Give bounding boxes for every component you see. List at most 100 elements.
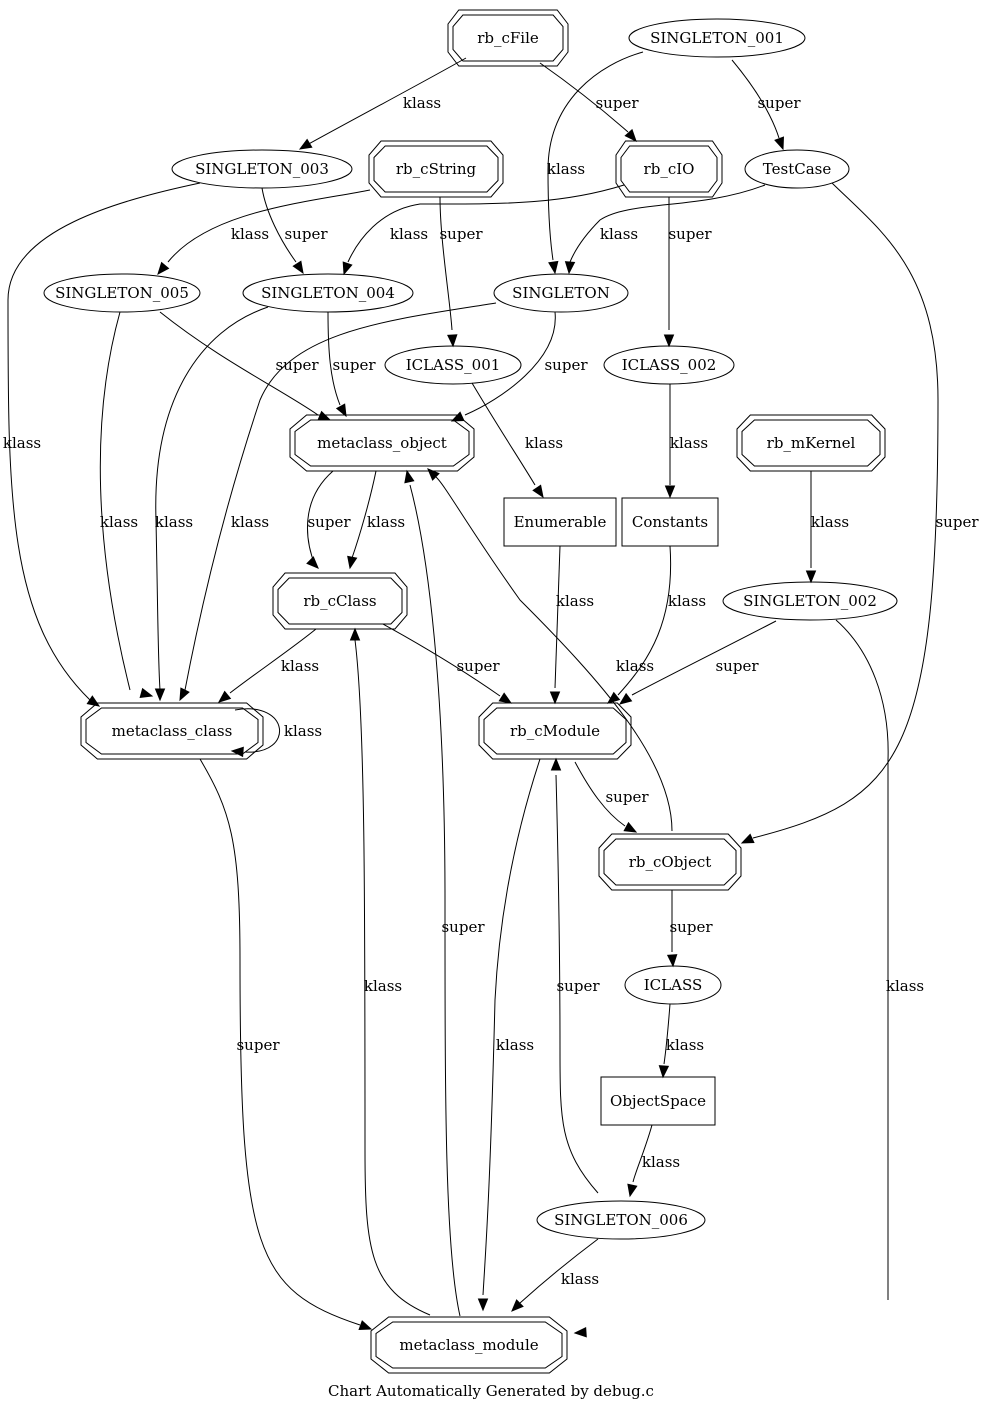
node-rb-mkernel: rb_mKernel: [736, 414, 886, 472]
edge-objectspace-to-singleton-006-klass-arrowhead: [627, 1183, 638, 1198]
edge-singleton-006-to-rb-cmodule-super-line: [555, 774, 599, 1194]
edge-rb-cobject-to-iclass-super-label: super: [669, 918, 713, 936]
node-singleton-002-outline: [722, 581, 898, 621]
edge-rb-cclass-to-rb-cmodule-super-arrowhead: [498, 692, 513, 704]
edge-rb-cfile-to-rb-cio-super-label: super: [595, 94, 639, 112]
node-iclass-outline: [624, 965, 722, 1005]
node-rb-mkernel-outer-outline: [736, 414, 886, 472]
edge-iclass-to-objectspace-klass-line: [663, 1003, 671, 1065]
edge-singleton-003-to-metaclass-class-klass-label: klass: [3, 434, 41, 452]
edge-rb-cstring-to-singleton-005-klass-line: [167, 189, 371, 263]
edge-rb-cstring-to-singleton-005-klass-arrowhead: [157, 261, 170, 276]
edge-iclass-001-to-enumerable-klass-label: klass: [525, 434, 563, 452]
node-rb-cfile: rb_cFile: [447, 9, 569, 67]
node-objectspace-label: ObjectSpace: [610, 1092, 706, 1110]
edge-singleton-005-to-metaclass-class-klass-arrowhead: [139, 687, 154, 699]
edge-singleton-002-to-metaclass-module-klass-arrowhead: [573, 1327, 587, 1338]
edge-singleton-006-to-metaclass-module-klass-label: klass: [561, 1270, 599, 1288]
edge-singleton-004-to-metaclass-object-super-label: super: [332, 356, 376, 374]
node-singleton-002: SINGLETON_002: [722, 581, 898, 621]
edge-singleton-005-to-metaclass-class-klass-line: [99, 311, 131, 691]
node-rb-cobject-inner-outline: [603, 838, 737, 886]
node-rb-cfile-inner-outline: [452, 14, 564, 62]
node-singleton-003-outline: [171, 149, 353, 189]
edge-objectspace-to-singleton-006-klass-line: [632, 1124, 653, 1183]
edge-rb-cobject-to-metaclass-object-klass-label: klass: [616, 657, 654, 675]
edge-testcase-to-rb-cobject-super-arrowhead: [740, 833, 755, 844]
node-singleton-001-label: SINGLETON_001: [650, 29, 784, 47]
edge-rb-mkernel-to-singleton-002-klass-label: klass: [811, 513, 849, 531]
edge-singleton-005-to-metaclass-object-super-arrowhead: [317, 410, 332, 421]
edge-rb-cmodule-to-metaclass-module-klass-label: klass: [496, 1036, 534, 1054]
node-singleton-001: SINGLETON_001: [628, 18, 806, 58]
node-constants-outline: [621, 497, 719, 547]
edges-layer: [7, 51, 939, 1338]
edge-rb-mkernel-to-singleton-002-klass-arrowhead: [805, 570, 817, 584]
edge-singleton-004-to-metaclass-class-klass-arrowhead: [154, 688, 166, 702]
node-iclass-002: ICLASS_002: [603, 345, 735, 385]
edge-iclass-to-objectspace-klass-arrowhead: [658, 1065, 670, 1079]
edge-singleton-006-to-metaclass-module-klass-arrowhead: [511, 1299, 524, 1312]
node-singleton-004-outline: [242, 273, 414, 313]
edge-singleton-004-to-metaclass-class-klass-label: klass: [155, 513, 193, 531]
node-singleton-006-label: SINGLETON_006: [554, 1211, 688, 1229]
node-testcase: TestCase: [744, 149, 850, 189]
edge-rb-cstring-to-iclass-001-super-arrowhead: [447, 334, 458, 348]
node-metaclass-class-outer-outline: [80, 702, 264, 760]
node-metaclass-class-inner-outline: [85, 707, 259, 755]
node-testcase-outline: [744, 149, 850, 189]
edge-singleton-to-metaclass-object-super-arrowhead: [450, 411, 465, 422]
node-singleton-003: SINGLETON_003: [171, 149, 353, 189]
node-objectspace-outline: [600, 1076, 716, 1126]
edge-metaclass-module-to-rb-cclass-klass-label: klass: [364, 977, 402, 995]
edge-singleton-003-to-singleton-004-super-label: super: [284, 225, 328, 243]
edge-singleton-002-to-metaclass-module-klass-line: [835, 619, 889, 1300]
edge-singleton-006-to-rb-cmodule-super-arrowhead: [550, 757, 562, 771]
node-rb-cio: rb_cIO: [615, 140, 723, 198]
edge-metaclass-object-to-rb-cclass-super-label: super: [307, 513, 351, 531]
edge-singleton-002-to-rb-cmodule-super-arrowhead: [618, 692, 633, 705]
node-iclass-002-outline: [603, 345, 735, 385]
edge-testcase-to-rb-cobject-super-label: super: [935, 513, 979, 531]
node-enumerable-label: Enumerable: [514, 513, 607, 531]
node-rb-cfile-outer-outline: [447, 9, 569, 67]
node-metaclass-module-inner-outline: [375, 1321, 563, 1369]
node-singleton-outline: [493, 273, 629, 313]
node-singleton-003-label: SINGLETON_003: [195, 160, 329, 178]
edge-singleton-003-to-metaclass-class-klass-arrowhead: [86, 695, 101, 707]
node-enumerable: Enumerable: [503, 497, 617, 547]
edge-constants-to-rb-cmodule-klass-arrowhead: [606, 691, 621, 704]
node-rb-cmodule-label: rb_cModule: [510, 722, 600, 740]
edge-singleton-002-to-metaclass-module-klass-label: klass: [886, 977, 924, 995]
edge-singleton-to-metaclass-object-super-label: super: [544, 356, 588, 374]
node-iclass: ICLASS: [624, 965, 722, 1005]
node-rb-cstring: rb_cString: [368, 140, 504, 198]
edge-testcase-to-rb-cobject-super-line: [752, 182, 939, 839]
node-objectspace: ObjectSpace: [600, 1076, 716, 1126]
node-metaclass-class: metaclass_class: [80, 702, 264, 760]
edge-singleton-003-to-metaclass-class-klass-line: [7, 182, 201, 701]
edge-metaclass-class-to-metaclass-module-super-label: super: [236, 1036, 280, 1054]
edge-rb-cfile-to-rb-cio-super-line: [539, 62, 629, 133]
node-singleton-002-label: SINGLETON_002: [743, 592, 877, 610]
node-iclass-001: ICLASS_001: [384, 345, 522, 385]
edge-constants-to-rb-cmodule-klass-label: klass: [668, 592, 706, 610]
edge-rb-cclass-to-metaclass-class-klass-line: [229, 628, 317, 694]
edge-singleton-to-metaclass-class-klass-line: [184, 302, 497, 691]
edge-iclass-to-objectspace-klass-label: klass: [666, 1036, 704, 1054]
edge-rb-cfile-to-rb-cio-super-arrowhead: [624, 128, 637, 142]
edge-singleton-003-to-singleton-004-super-line: [261, 187, 297, 263]
node-rb-cclass-inner-outline: [277, 577, 403, 625]
edge-metaclass-object-to-rb-cclass-super-arrowhead: [306, 556, 319, 569]
edge-rb-cio-to-singleton-004-klass-arrowhead: [342, 261, 353, 276]
node-singleton: SINGLETON: [493, 273, 629, 313]
node-metaclass-object-outer-outline: [289, 414, 475, 472]
edge-metaclass-class-to-metaclass-class-klass-line: [234, 708, 281, 753]
edge-metaclass-object-to-rb-cclass-super-line: [307, 470, 334, 566]
edge-metaclass-module-to-metaclass-object-super-arrowhead: [404, 469, 415, 484]
node-rb-cio-label: rb_cIO: [644, 160, 695, 178]
node-rb-cstring-label: rb_cString: [396, 160, 477, 178]
edge-rb-cmodule-to-rb-cobject-super-arrowhead: [623, 821, 638, 833]
edge-metaclass-class-to-metaclass-class-klass-arrowhead: [230, 746, 244, 758]
edge-testcase-to-singleton-klass-line: [569, 184, 766, 263]
